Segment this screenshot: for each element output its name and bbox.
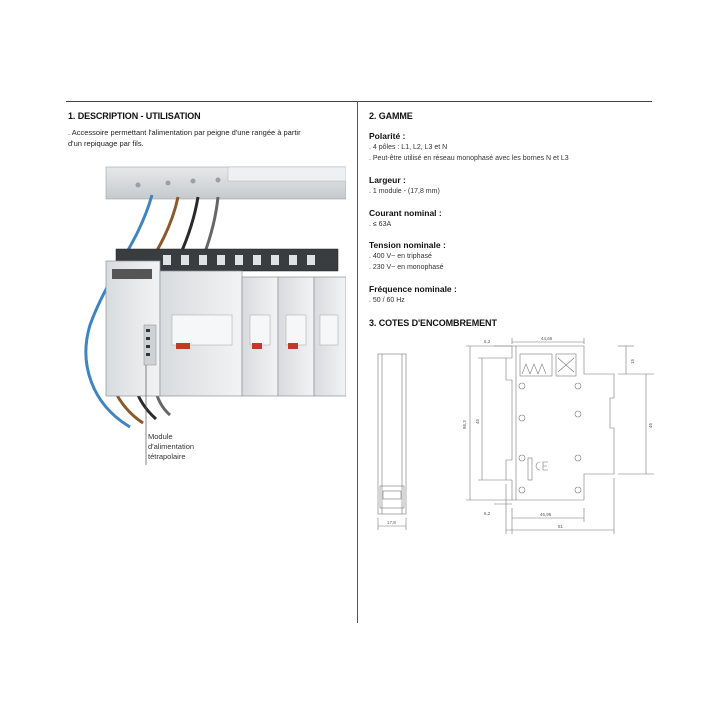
dim-height-inner: 45 [475,418,480,424]
dim-bottom-inner: 45,95 [540,512,552,517]
spec-label-largeur: Largeur : [369,175,406,185]
product-illustration [84,166,346,465]
dim-right-mid: 45 [648,422,653,428]
caption-line: tétrapolaire [148,452,186,461]
dim-right-top: 15 [630,358,635,364]
spec-label-courant: Courant nominal : [369,208,442,218]
spec-value: . ≤ 63A [369,221,392,228]
caption-line: d'alimentation [148,442,195,451]
dim-bottom-total: 81 [558,524,564,529]
spec-value: . 4 pôles : L1, L2, L3 et N [369,144,448,151]
front-view-outline [505,345,615,501]
spec-label-frequence: Fréquence nominale : [369,284,457,294]
description-text: . Accessoire permettant l'alimentation p… [68,128,353,149]
description-line: . Accessoire permettant l'alimentation p… [68,128,301,137]
dim-side-width: 17,8 [387,520,396,525]
spec-label-polarite: Polarité : [369,131,406,141]
dim-top-offset: 6,2 [484,339,491,344]
dimension-drawing: 6,2 44,65 6,2 45,95 81 86,3 45 15 45 17,… [377,336,654,534]
wire-blue [84,194,154,429]
side-view-outline [377,353,407,515]
spec-value: . 1 module - (17,8 mm) [369,188,440,195]
spec-value: . 230 V~ en monophasé [369,264,444,271]
section-heading-description: 1. DESCRIPTION - UTILISATION [68,111,201,121]
caption-line: Module [148,432,173,441]
section-heading-cotes: 3. COTES D'ENCOMBREMENT [369,318,497,328]
spec-value: . 400 V~ en triphasé [369,253,432,260]
dim-height-outer: 86,3 [462,420,467,429]
top-rule [66,101,652,102]
section-heading-gamme: 2. GAMME [369,111,413,121]
figure-caption: Module d'alimentation tétrapolaire [148,432,194,462]
spec-label-tension: Tension nominale : [369,240,446,250]
description-line: d'un repiquage par fils. [68,138,144,148]
spec-value: . 50 / 60 Hz [369,297,405,304]
dim-bottom-offset: 6,2 [484,511,491,516]
spec-value: . Peut-être utilisé en réseau monophasé … [369,155,569,162]
column-divider [357,101,358,623]
dim-top-width: 44,65 [541,336,553,341]
